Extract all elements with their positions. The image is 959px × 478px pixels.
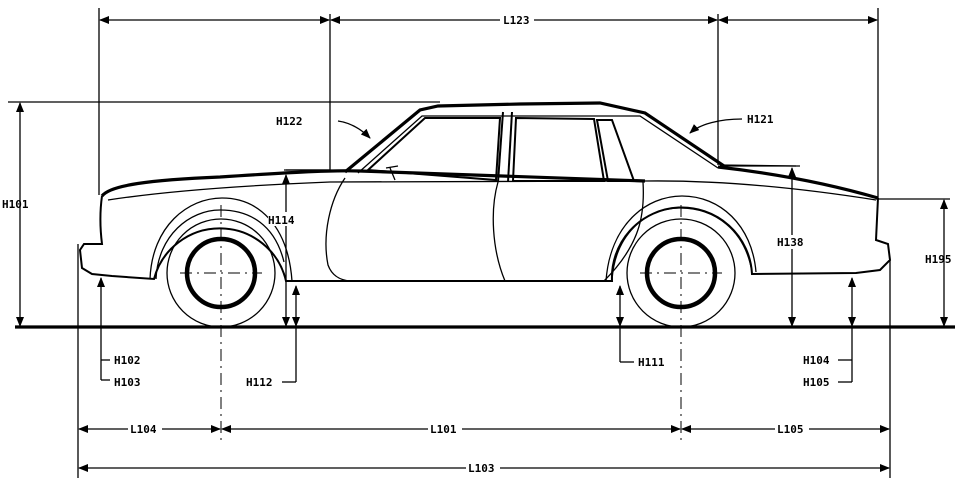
car-body-upper <box>100 165 879 200</box>
label-h121: H121 <box>747 113 774 126</box>
label-l101: L101 <box>430 423 457 436</box>
label-h122: H122 <box>276 115 303 128</box>
label-h112: H112 <box>246 376 273 389</box>
car-rear-door <box>603 181 645 282</box>
label-h103: H103 <box>114 376 141 389</box>
label-l103: L103 <box>468 462 495 475</box>
label-h101: H101 <box>2 198 29 211</box>
car-outline <box>78 101 892 282</box>
car-body-lower <box>78 195 892 282</box>
car-rear-window <box>511 116 606 182</box>
car-quarter-window <box>595 119 636 182</box>
label-h195: H195 <box>925 253 952 266</box>
label-h104: H104 <box>803 354 830 367</box>
centerlines <box>180 205 722 440</box>
car-front-door <box>325 177 506 282</box>
label-h138: H138 <box>777 236 804 249</box>
label-h102: H102 <box>114 354 141 367</box>
front-wheel-arch <box>155 209 285 280</box>
label-h111: H111 <box>638 356 665 369</box>
car-mirror <box>385 165 399 181</box>
car-belt-line <box>107 180 877 201</box>
label-l123: L123 <box>503 14 530 27</box>
label-l105: L105 <box>777 423 804 436</box>
car-roof-inner <box>357 115 719 174</box>
dimension-labels: L123 H122 H121 H101 H114 H138 H195 H102 … <box>2 13 952 475</box>
label-h114: H114 <box>268 214 295 227</box>
rear-wheel-arch <box>611 207 753 281</box>
label-l104: L104 <box>130 423 157 436</box>
label-h105: H105 <box>803 376 830 389</box>
car-front-window <box>365 117 502 182</box>
car-roof <box>343 101 725 174</box>
extension-lines <box>8 8 950 478</box>
